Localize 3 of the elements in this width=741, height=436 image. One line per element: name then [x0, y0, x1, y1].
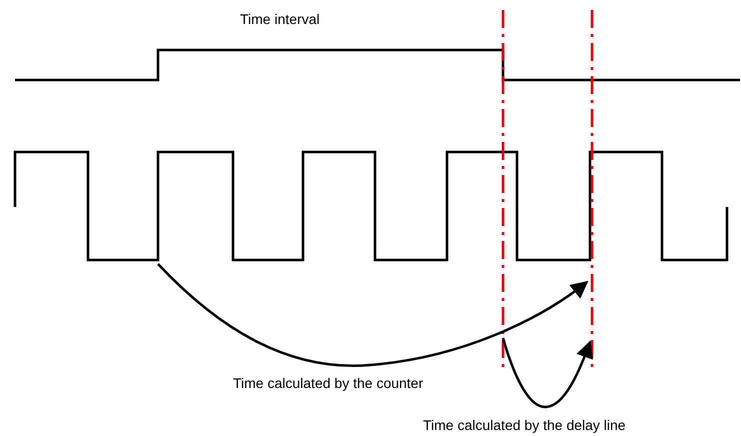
arrow-label: Time calculated by the delay line: [423, 417, 626, 433]
signal-label: Time interval: [240, 11, 320, 27]
arrow-label: Time calculated by the counter: [233, 375, 424, 391]
